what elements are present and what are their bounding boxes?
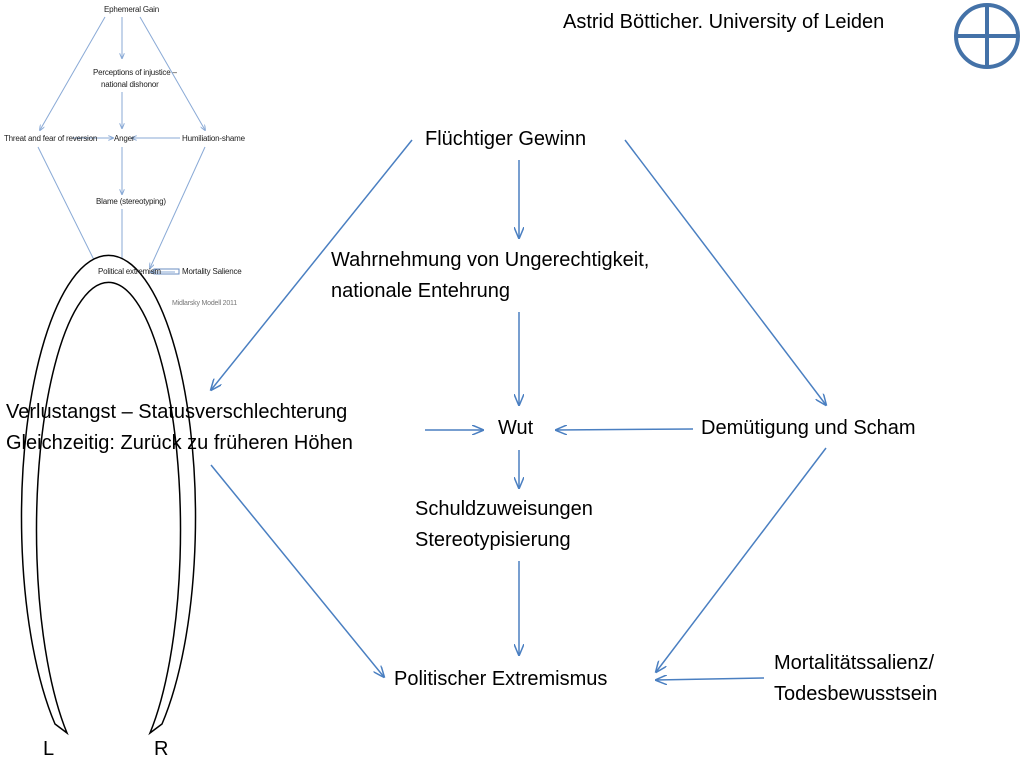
inset-blame: Blame (stereotyping)	[96, 197, 166, 206]
inset-perceptions-line1: Perceptions of injustice –	[93, 68, 177, 77]
node-fear-line1: Verlustangst – Statusverschlechterung	[6, 401, 348, 423]
node-gain: Flüchtiger Gewinn	[425, 128, 587, 150]
inset-political-extremism: Political extremism	[98, 267, 161, 276]
inset-perceptions-line2: national dishonor	[101, 80, 159, 89]
node-extremism: Politischer Extremismus	[394, 668, 608, 690]
node-humiliation: Demütigung und Scham	[701, 417, 916, 439]
node-fear-line2: Gleichzeitig: Zurück zu früheren Höhen	[6, 432, 353, 454]
horseshoe-shape	[20, 254, 197, 736]
inset-humiliation: Humiliation-shame	[182, 134, 245, 143]
node-fear: Verlustangst – Statusverschlechterung Gl…	[6, 397, 353, 459]
node-blame: Schuldzuweisungen Stereotypisierung	[415, 494, 593, 556]
main-arrows	[210, 139, 827, 680]
node-mortality-line1: Mortalitätssalienz/	[774, 652, 935, 674]
node-mortality-line2: Todesbewusstsein	[774, 683, 938, 705]
arrow-gain-to-fear	[211, 139, 413, 390]
inset-mortality: Mortality Salience	[182, 267, 242, 276]
inset-credit: Midlarsky Modell 2011	[172, 300, 237, 307]
inset-anger: Anger	[114, 134, 135, 143]
node-blame-line1: Schuldzuweisungen	[415, 498, 593, 520]
node-blame-line2: Stereotypisierung	[415, 529, 571, 551]
arrow-gain-to-humiliation	[624, 139, 826, 405]
node-anger: Wut	[498, 417, 534, 439]
inset-arrows	[37, 16, 205, 275]
horseshoe-right-label: R	[154, 738, 169, 760]
arrow-fear-to-extremism	[210, 464, 384, 677]
node-perception: Wahrnehmung von Ungerechtigkeit, nationa…	[331, 245, 649, 307]
node-perception-line1: Wahrnehmung von Ungerechtigkeit,	[331, 249, 650, 271]
inset-ephemeral-gain: Ephemeral Gain	[104, 5, 160, 14]
node-perception-line2: nationale Entehrung	[331, 280, 511, 302]
author-affiliation: Astrid Bötticher. University of Leiden	[563, 11, 885, 33]
node-mortality: Mortalitätssalienz/ Todesbewusstsein	[774, 648, 937, 710]
circled-cross-icon	[954, 3, 1020, 69]
arrow-mortality-to-extremism	[656, 678, 765, 680]
inset-threat: Threat and fear of reversion	[4, 134, 98, 143]
horseshoe-left-label: L	[43, 738, 55, 760]
arrow-humiliation-to-extremism	[656, 447, 827, 672]
arrow-humiliation-to-anger	[556, 429, 694, 430]
